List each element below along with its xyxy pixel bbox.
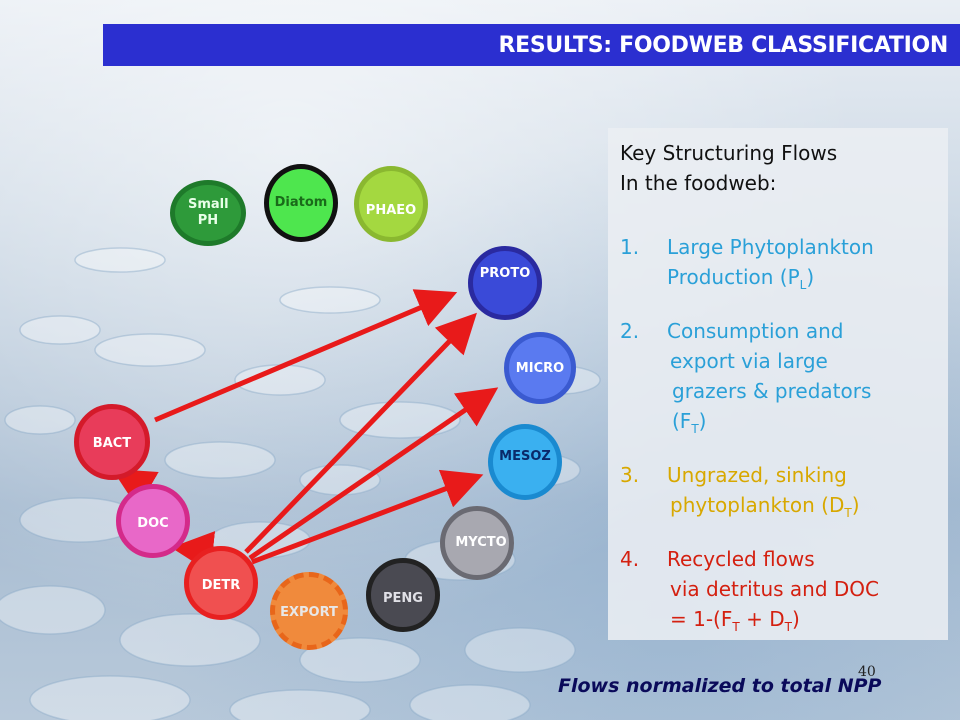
node-phaeo: PHAEO [354, 166, 428, 242]
node-micro: MICRO [504, 332, 576, 404]
footer-note: Flows normalized to total NPP [558, 675, 882, 697]
node-peng: PENG [366, 558, 440, 632]
arrow-detr-to-micro [248, 387, 499, 561]
node-diatom: Diatom [264, 164, 338, 242]
node-detr: DETR [184, 546, 258, 620]
panel-heading: Key Structuring Flows In the foodweb: [620, 141, 838, 195]
node-export: EXPORT [270, 572, 348, 650]
flow-item-1: 1.Large Phytoplankton Production (PL) [620, 235, 874, 292]
arrow-bact-to-proto [154, 289, 458, 423]
flow-item-2: 2.Consumption and export via large graze… [620, 319, 872, 436]
node-small-ph: Small PH [170, 180, 246, 246]
slide-title-bar: RESULTS: FOODWEB CLASSIFICATION [103, 24, 960, 66]
page-number: 40 [858, 664, 876, 680]
node-proto: PROTO [468, 246, 542, 320]
node-mycto: MYCTO [440, 506, 514, 580]
flow-item-3: 3.Ungrazed, sinking phytoplankton (DT) [620, 463, 860, 520]
node-mesoz: MESOZ [488, 424, 562, 500]
node-doc: DOC [116, 484, 190, 558]
arrow-detr-to-proto [244, 312, 477, 554]
slide-title: RESULTS: FOODWEB CLASSIFICATION [498, 32, 948, 58]
flow-item-4: 4.Recycled flows via detritus and DOC = … [620, 547, 880, 634]
arrow-detr-to-mesoz [251, 469, 484, 565]
key-flows-panel [608, 128, 948, 640]
node-bact: BACT [74, 404, 150, 480]
